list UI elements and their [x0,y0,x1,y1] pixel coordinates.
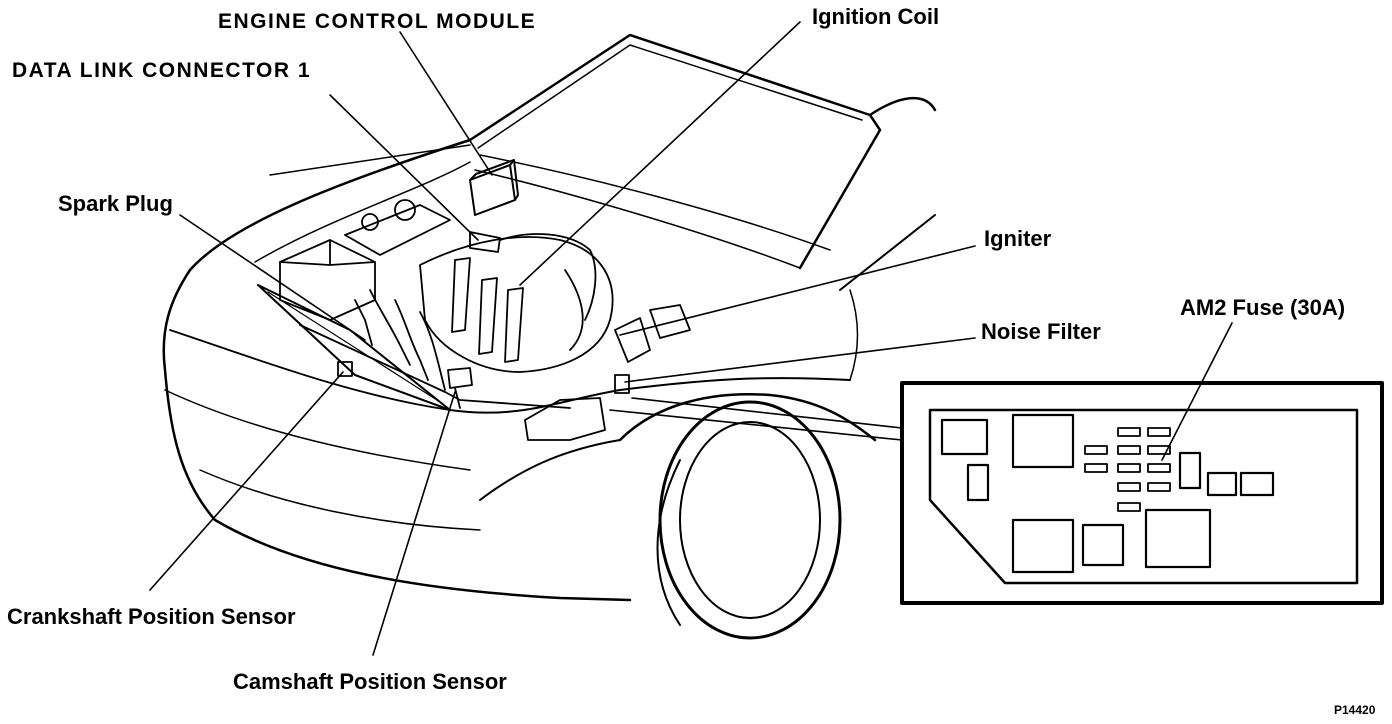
ecm-module [469,159,519,216]
leader-noise-filter [624,337,976,383]
label-data-link-connector: DATA LINK CONNECTOR 1 [12,59,312,82]
label-spark-plug: Spark Plug [58,191,173,216]
figure-reference: P14420 [1334,703,1376,717]
label-igniter: Igniter [984,226,1052,251]
zoom-line-upper [631,397,903,429]
leader-ignition-coil [519,21,801,286]
front-wheel [656,400,842,640]
leader-spark-plug [179,214,366,341]
callout-leaders [149,21,1233,656]
fuse-block-outline [928,408,1359,585]
label-camshaft-sensor: Camshaft Position Sensor [233,669,507,694]
label-ignition-coil: Ignition Coil [812,4,940,29]
mini-fuse-array [1084,427,1171,512]
label-crankshaft-sensor: Crankshaft Position Sensor [7,604,296,629]
zoom-line-lower [609,409,903,441]
label-noise-filter: Noise Filter [981,319,1101,344]
engine-bay [279,199,691,441]
leader-crankshaft [149,371,344,591]
fuse-box-detail [900,381,1384,605]
fuse-detail-frame [900,381,1384,605]
leader-am2-fuse [1161,322,1233,461]
leader-igniter [619,245,976,336]
label-am2-fuse: AM2 Fuse (30A) [1180,295,1346,320]
leader-camshaft [372,391,456,656]
leader-dlc [329,94,479,241]
label-engine-control-module: ENGINE CONTROL MODULE [218,10,537,33]
leader-ecm [399,31,493,176]
